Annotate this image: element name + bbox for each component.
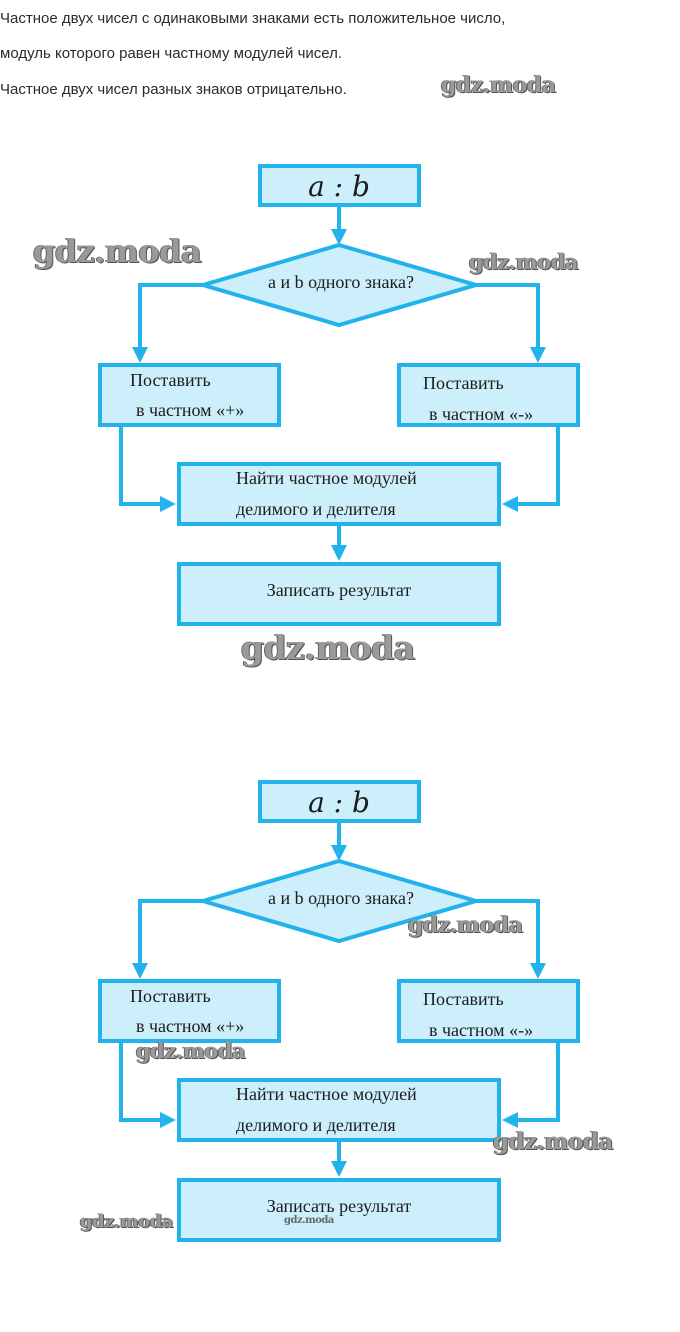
result-block: Записать результат — [177, 1178, 501, 1242]
arrowhead-icon — [331, 229, 347, 245]
start-block: a : b — [258, 780, 421, 823]
intro-line-1: Частное двух чисел с одинаковыми знаками… — [0, 10, 506, 27]
connector-decision-yes — [138, 283, 203, 351]
watermark: gdz.moda — [241, 628, 415, 667]
compute-block: Найти частное модулей делимого и делител… — [177, 462, 501, 526]
arrowhead-icon — [331, 845, 347, 861]
no-label-line-2: в частном «-» — [429, 404, 533, 424]
no-label-line-2: в частном «-» — [429, 1020, 533, 1040]
yes-label-line-1: Поставить — [130, 986, 211, 1006]
connector-no-compute — [514, 1041, 560, 1122]
connector-yes-compute — [119, 425, 164, 506]
start-block: a : b — [258, 164, 421, 207]
arrowhead-icon — [530, 963, 546, 979]
intro-line-3: Частное двух чисел разных знаков отрицат… — [0, 81, 347, 98]
connectors — [119, 822, 560, 1177]
yes-label-line-1: Поставить — [130, 370, 211, 390]
arrowhead-icon — [530, 347, 546, 363]
yes-block: Поставить в частном «+» — [98, 979, 281, 1043]
no-block: Поставить в частном «-» — [397, 363, 580, 427]
yes-block: Поставить в частном «+» — [98, 363, 281, 427]
compute-label-line-1: Найти частное модулей — [236, 468, 417, 488]
decision-label: a и b одного знака? — [268, 272, 414, 292]
connector-decision-no — [476, 283, 540, 351]
arrowhead-icon — [160, 496, 176, 512]
arrowhead-icon — [331, 1161, 347, 1177]
arrowhead-icon — [160, 1112, 176, 1128]
watermark: gdz.moda — [469, 249, 579, 274]
decision-block: a и b одного знака? — [195, 242, 484, 328]
yes-label-line-2: в частном «+» — [136, 400, 244, 420]
no-label-line-1: Поставить — [423, 989, 504, 1009]
arrowhead-icon — [132, 347, 148, 363]
arrowhead-icon — [132, 963, 148, 979]
compute-label-line-1: Найти частное модулей — [236, 1084, 417, 1104]
watermark: gdz.moda — [408, 912, 523, 938]
connector-decision-no — [476, 899, 540, 967]
connector-no-compute — [514, 425, 560, 506]
start-label: a : b — [308, 170, 370, 203]
decision-block: a и b одного знака? — [195, 858, 484, 944]
connectors — [119, 206, 560, 561]
intro-line-2: модуль которого равен частному модулей ч… — [0, 45, 343, 62]
watermark: gdz.moda — [441, 72, 556, 98]
connector-decision-yes — [138, 899, 203, 967]
flowchart-2: a : b a и b одного знака? Поставить в ча… — [98, 780, 580, 1242]
compute-label-line-2: делимого и делителя — [236, 499, 396, 519]
no-label-line-1: Поставить — [423, 373, 504, 393]
result-label: Записать результат — [267, 1196, 412, 1216]
no-block: Поставить в частном «-» — [397, 979, 580, 1043]
watermark: gdz.moda — [136, 1038, 246, 1063]
arrowhead-icon — [331, 545, 347, 561]
compute-block: Найти частное модулей делимого и делител… — [177, 1078, 501, 1142]
flowchart-1: a : b a и b одного знака? Поставить в ча… — [98, 164, 580, 626]
watermark: gdz.moda — [493, 1128, 613, 1155]
yes-label-line-2: в частном «+» — [136, 1016, 244, 1036]
decision-label: a и b одного знака? — [268, 888, 414, 908]
watermark: gdz.moda — [284, 1215, 334, 1226]
start-label: a : b — [308, 786, 370, 819]
connector-yes-compute — [119, 1041, 164, 1122]
arrowhead-icon — [502, 496, 518, 512]
arrowhead-icon — [502, 1112, 518, 1128]
watermark: gdz.moda — [80, 1211, 173, 1232]
result-block: Записать результат — [177, 562, 501, 626]
watermark: gdz.moda — [33, 232, 202, 270]
compute-label-line-2: делимого и делителя — [236, 1115, 396, 1135]
result-label: Записать результат — [267, 580, 412, 600]
